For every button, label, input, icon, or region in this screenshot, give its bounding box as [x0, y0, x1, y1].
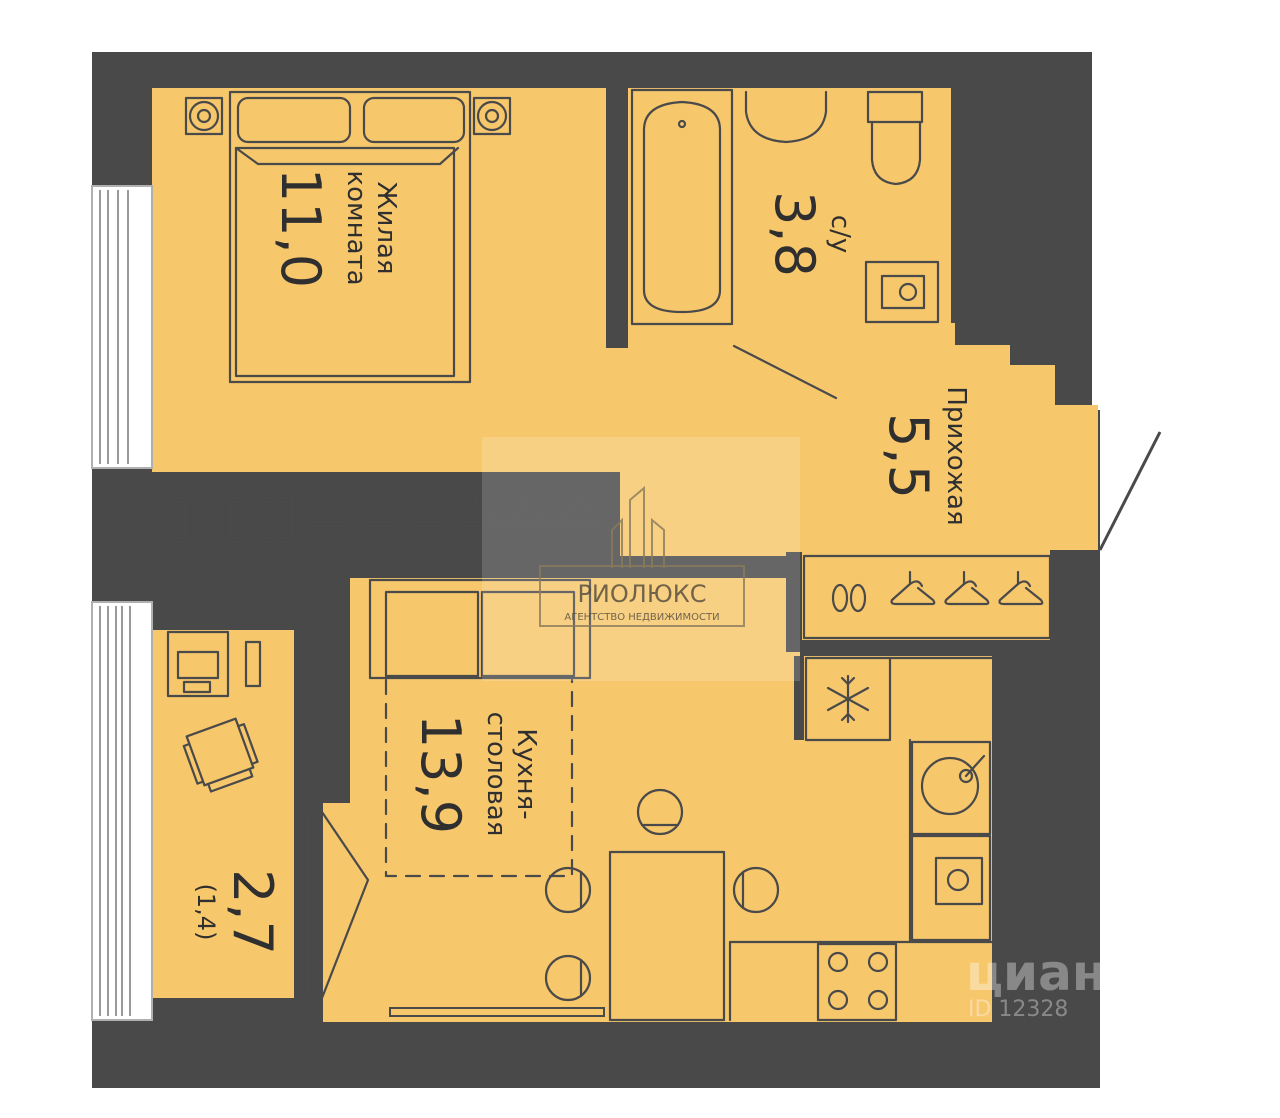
- washer-icon: [864, 260, 940, 324]
- room-name: Прихожая: [941, 386, 971, 525]
- room-name-line: столовая: [481, 712, 511, 837]
- hallway-closet: [786, 552, 1052, 652]
- room-name: Жилаякомната: [341, 170, 401, 285]
- cian-logo: циан: [966, 944, 1106, 1002]
- room-label-bathroom: с/у 3,8: [763, 191, 855, 277]
- sink-icon: [910, 740, 992, 836]
- wardrobe-icon: [168, 472, 620, 556]
- room-label-balcony: 2,7 (1,4): [192, 869, 284, 955]
- room-name: Кухня-столовая: [481, 712, 541, 837]
- toilet-icon: [866, 90, 924, 186]
- floor-areas: [152, 88, 1098, 1022]
- cooktop-icon: [816, 942, 898, 1022]
- window-balcony: [91, 601, 153, 1021]
- agency-watermark: РИОЛЮКС АГЕНТСТВО НЕДВИЖИМОСТИ: [482, 437, 800, 681]
- fridge-icon: [794, 656, 892, 742]
- room-label-bedroom: Жилаякомната 11,0: [269, 168, 401, 288]
- bathroom-door: [732, 344, 838, 400]
- cian-watermark: циан ID 12328: [966, 944, 1106, 1022]
- armchair-icon: [182, 717, 259, 793]
- window-bedroom: [91, 185, 153, 469]
- room-label-kitchen: Кухня-столовая 13,9: [409, 712, 541, 837]
- watermark-tagline: АГЕНТСТВО НЕДВИЖИМОСТИ: [564, 612, 719, 623]
- room-area: 13,9: [409, 714, 472, 834]
- room-name-line: комната: [341, 170, 371, 285]
- doors: [307, 344, 1162, 1017]
- room-name: с/у: [825, 215, 855, 253]
- room-area: 3,8: [763, 191, 826, 277]
- sofa-icon: [368, 578, 592, 878]
- desk-icon: [166, 630, 262, 698]
- dining-table-icon: [608, 850, 726, 1022]
- kitchen-counter: [728, 656, 994, 1022]
- bathtub-icon: [630, 88, 734, 326]
- kitchen-window-sill: [389, 1007, 605, 1017]
- room-area: 2,7: [221, 869, 284, 955]
- room-area: 5,5: [877, 413, 940, 499]
- room-label-hallway: Прихожая 5,5: [877, 386, 971, 525]
- room-name-line: Жилая: [371, 181, 401, 274]
- watermark-frame: [539, 565, 745, 627]
- bed-icon: [184, 90, 512, 384]
- room-area: 11,0: [269, 168, 332, 288]
- building-logo-icon: [611, 485, 665, 568]
- windows: [91, 185, 153, 1021]
- slippers-icon: [831, 583, 867, 613]
- watermark-brand: РИОЛЮКС: [577, 580, 706, 608]
- room-name-line: Кухня-: [511, 728, 541, 819]
- cian-listing-id: ID 12328: [968, 997, 1068, 1022]
- oven-icon: [910, 834, 992, 942]
- room-area-secondary: (1,4): [192, 884, 220, 941]
- entrance-door: [1098, 431, 1162, 551]
- balcony-door: [307, 809, 370, 1000]
- sink-icon: [744, 90, 828, 144]
